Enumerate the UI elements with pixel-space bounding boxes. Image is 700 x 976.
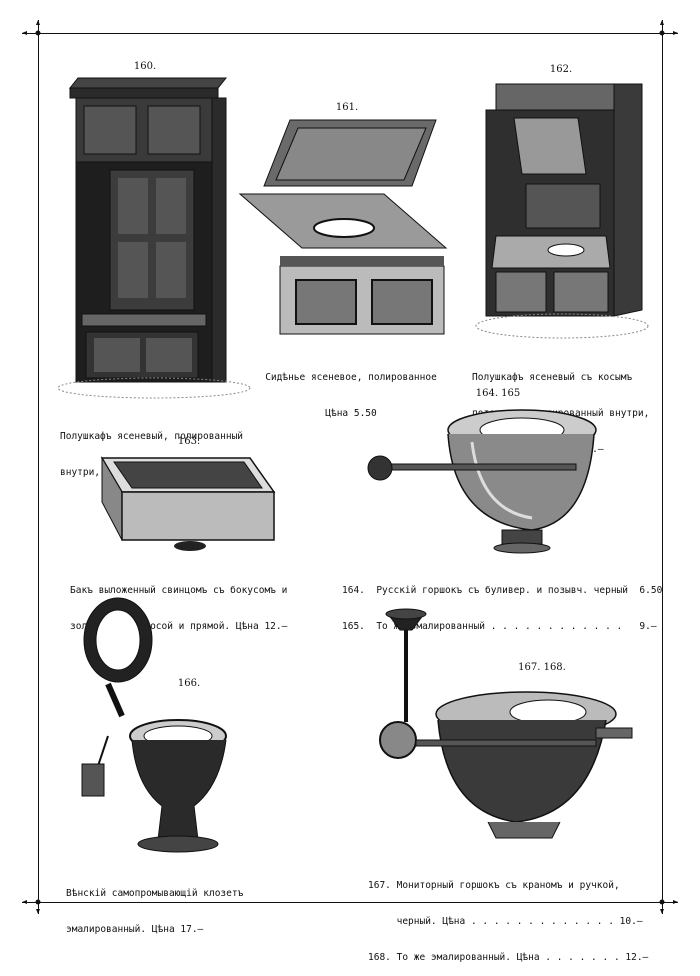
caption-line: черный. Цѣна . . . . . . . . . . . . . 1… xyxy=(368,916,643,927)
ornament-corner-icon xyxy=(22,20,678,914)
item-caption: Вѣнскій самопромывающій клозетъ эмалиров… xyxy=(66,864,243,948)
russian-pot-illustration xyxy=(367,409,597,554)
item-number: 161. xyxy=(335,102,359,113)
caption-line: 165. То же эмалированный . . . . . . . .… xyxy=(342,621,657,632)
caption-line: Сидѣнье ясеневое, полированное xyxy=(265,372,437,383)
frame-left-rule xyxy=(38,20,39,914)
vienna-closet-illustration xyxy=(81,597,227,853)
item-number: 160. xyxy=(133,61,157,72)
frame-bottom-rule xyxy=(22,902,678,903)
item-caption: Сидѣнье ясеневое, полированное Цѣна 5.50 xyxy=(256,348,446,432)
caption-line: 164. Русскій горшокъ съ буливер. и позыв… xyxy=(342,585,663,596)
cabinet-illustration xyxy=(57,77,251,399)
caption-line: 168. То же эмалированный. Цѣна . . . . .… xyxy=(368,952,649,963)
caption-line: Цѣна 5.50 xyxy=(325,408,377,419)
item-caption: 167. Монитoрный горшокъ съ краномъ и руч… xyxy=(368,856,648,976)
slanted-cabinet-illustration xyxy=(475,83,649,339)
seat-illustration xyxy=(238,119,448,335)
caption-line: эмалированный. Цѣна 17.— xyxy=(66,924,204,935)
item-number: 167. 168. xyxy=(518,662,566,673)
caption-line: Полушкафъ ясеневый съ косымъ xyxy=(472,372,633,383)
frame-top-rule xyxy=(22,33,678,34)
item-caption: 164. Русскій горшокъ съ буливер. и позыв… xyxy=(342,561,662,645)
caption-line: Бакъ выложенный свинцомъ съ бокусомъ и xyxy=(70,585,288,596)
item-number: 166. xyxy=(177,678,201,689)
item-number: 164. 165 xyxy=(475,388,521,399)
tank-illustration xyxy=(100,456,276,551)
caption-line: 167. Монитoрный горшокъ съ краномъ и руч… xyxy=(368,880,620,891)
item-number: 163. xyxy=(177,436,201,447)
caption-line: Полушкафъ ясеневый, полированный xyxy=(60,431,244,442)
frame-right-rule xyxy=(662,20,663,914)
item-number: 162. xyxy=(549,64,573,75)
caption-line: Вѣнскій самопромывающій клозетъ xyxy=(66,888,244,899)
monitor-pot-illustration xyxy=(379,608,633,839)
